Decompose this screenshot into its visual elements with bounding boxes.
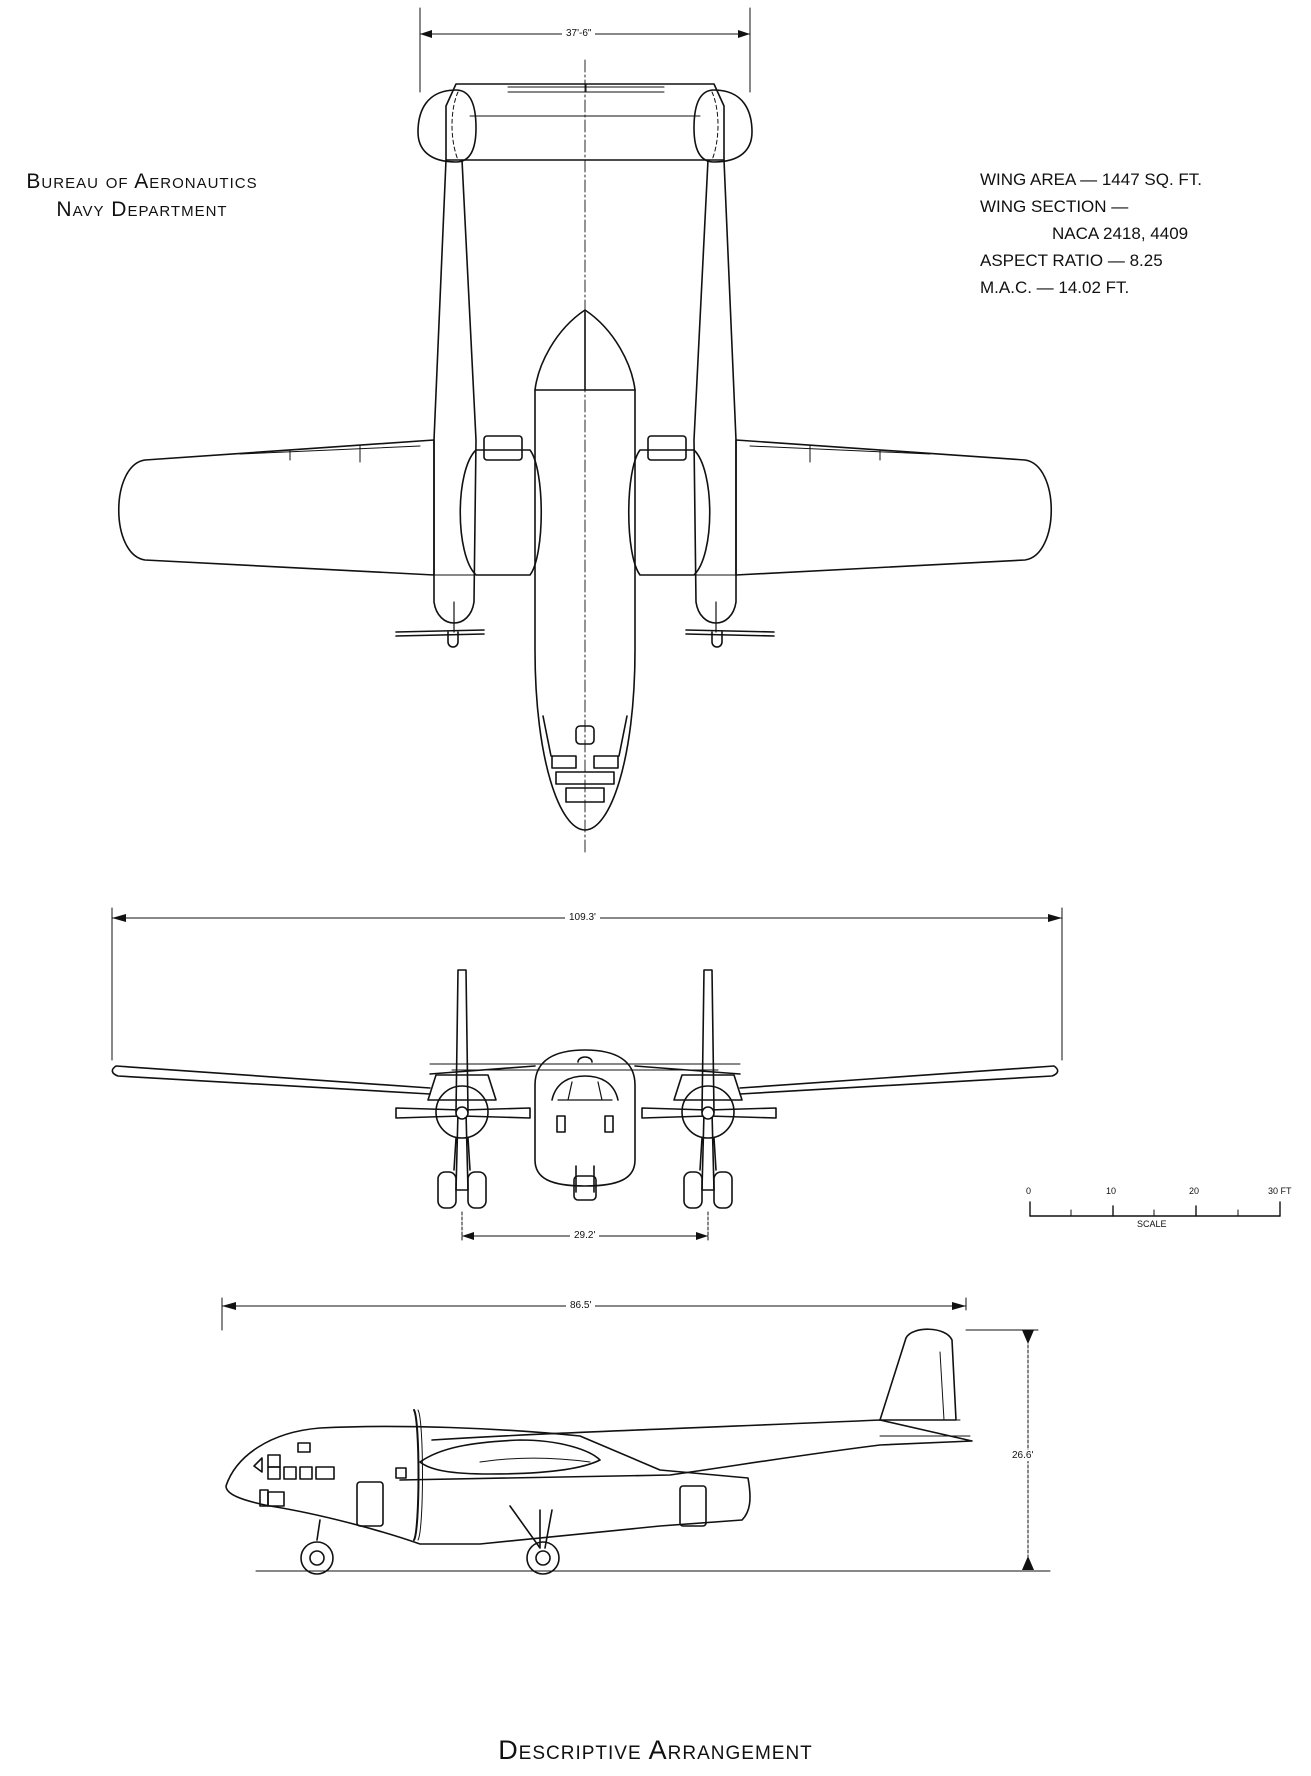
- plan-view: [118, 7, 1052, 856]
- org-block: Bureau of Aeronautics Navy Department: [4, 168, 280, 224]
- right-nacelle: [627, 449, 711, 576]
- scale-tick-10: 10: [1106, 1186, 1117, 1196]
- org-line-1: Bureau of Aeronautics: [26, 170, 258, 193]
- dim-length: 86.5': [566, 1300, 596, 1311]
- left-wing: [118, 439, 435, 576]
- spec-wing-section-value: NACA 2418, 4409: [1052, 224, 1189, 243]
- front-right-wing: [739, 1065, 1059, 1095]
- dim-wing-span: 109.3': [565, 912, 600, 923]
- left-prop-v: [455, 969, 469, 1191]
- side-fin: [879, 1328, 957, 1421]
- side-nacelle: [419, 1439, 601, 1475]
- dim-tail-span: 37'-6": [562, 28, 596, 39]
- left-nacelle: [459, 449, 543, 576]
- spec-wing-area: WING AREA — 1447 SQ. FT.: [980, 170, 1203, 189]
- left-boom: [433, 159, 477, 624]
- side-view: [221, 1297, 1051, 1575]
- left-engine-front: [435, 1085, 489, 1139]
- spec-wing-section-label: WING SECTION —: [980, 197, 1129, 216]
- right-boom: [693, 159, 737, 624]
- right-wing: [735, 439, 1052, 576]
- scale-tick-20: 20: [1189, 1186, 1200, 1196]
- right-engine-front: [681, 1085, 735, 1139]
- spec-aspect-ratio: ASPECT RATIO — 8.25: [980, 251, 1163, 270]
- left-fin: [417, 89, 477, 163]
- side-main-wheel: [526, 1541, 560, 1575]
- front-view: [111, 907, 1063, 1241]
- side-fuselage: [225, 1425, 751, 1545]
- scale-tick-0: 0: [1026, 1186, 1032, 1196]
- side-boom: [399, 1419, 973, 1481]
- side-nose-wheel: [300, 1541, 334, 1575]
- front-fuselage: [534, 1049, 636, 1187]
- front-left-wing: [111, 1065, 431, 1095]
- scale-label: SCALE: [1137, 1219, 1167, 1229]
- specs-block: WING AREA — 1447 SQ. FT. WING SECTION — …: [980, 166, 1202, 301]
- page-title: Descriptive Arrangement: [498, 1735, 813, 1765]
- dim-height: 26.6': [1008, 1450, 1038, 1461]
- right-fin: [693, 89, 753, 163]
- org-line-2: Navy Department: [56, 198, 228, 221]
- scale-bar: [1029, 1201, 1281, 1217]
- dim-tread: 29.2': [570, 1230, 600, 1241]
- spec-mac: M.A.C. — 14.02 FT.: [980, 278, 1130, 297]
- scale-tick-30: 30 FT: [1268, 1186, 1292, 1196]
- right-prop-v: [701, 969, 715, 1191]
